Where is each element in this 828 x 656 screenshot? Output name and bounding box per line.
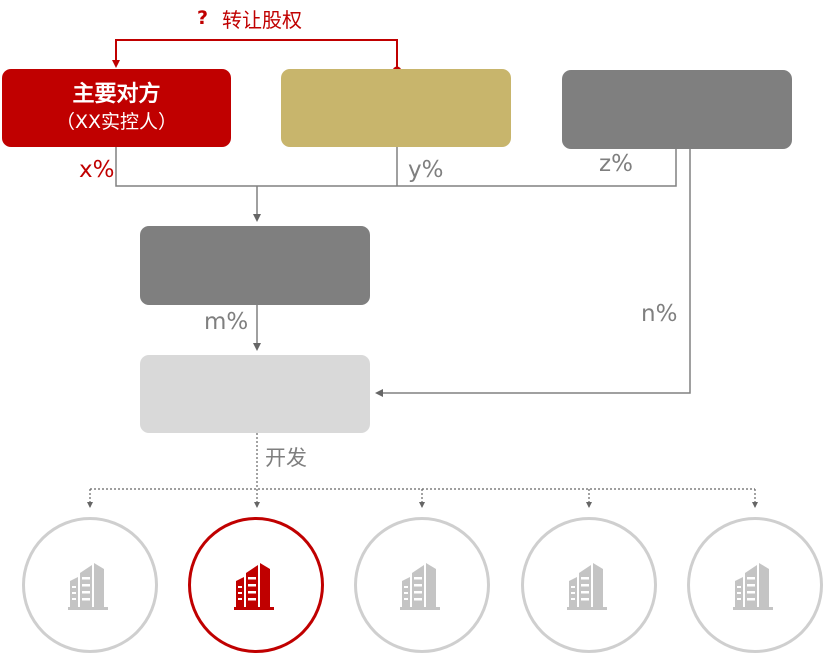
stake-m-label: m% — [204, 309, 249, 335]
stake-x-label: x% — [79, 157, 115, 183]
main-counterparty-box: 主要对方 （XX实控人） — [2, 69, 231, 147]
question-mark-icon: ? — [197, 7, 209, 29]
main-counterparty-subtitle: （XX实控人） — [55, 111, 178, 133]
intermediate-company-box — [140, 226, 370, 305]
shareholding-lines — [115, 147, 691, 397]
shareholder-y-box — [281, 69, 511, 147]
target-company-box — [140, 355, 370, 433]
building-icon — [228, 557, 284, 613]
stake-n-label: n% — [641, 301, 678, 327]
shareholder-z-box — [562, 70, 792, 149]
stake-y-label: y% — [408, 157, 444, 183]
project-circle — [188, 517, 324, 653]
project-circle — [354, 517, 490, 653]
building-icon — [561, 557, 617, 613]
stake-z-label: z% — [599, 151, 633, 177]
develop-label: 开发 — [265, 446, 307, 470]
equity-transfer-label: 转让股权 — [222, 8, 302, 32]
building-icon — [394, 557, 450, 613]
building-icon — [62, 557, 118, 613]
project-circle — [687, 517, 823, 653]
project-circle — [22, 517, 158, 653]
main-counterparty-title: 主要对方 — [72, 82, 161, 107]
project-circle — [521, 517, 657, 653]
development-lines — [87, 433, 758, 508]
building-icon — [727, 557, 783, 613]
